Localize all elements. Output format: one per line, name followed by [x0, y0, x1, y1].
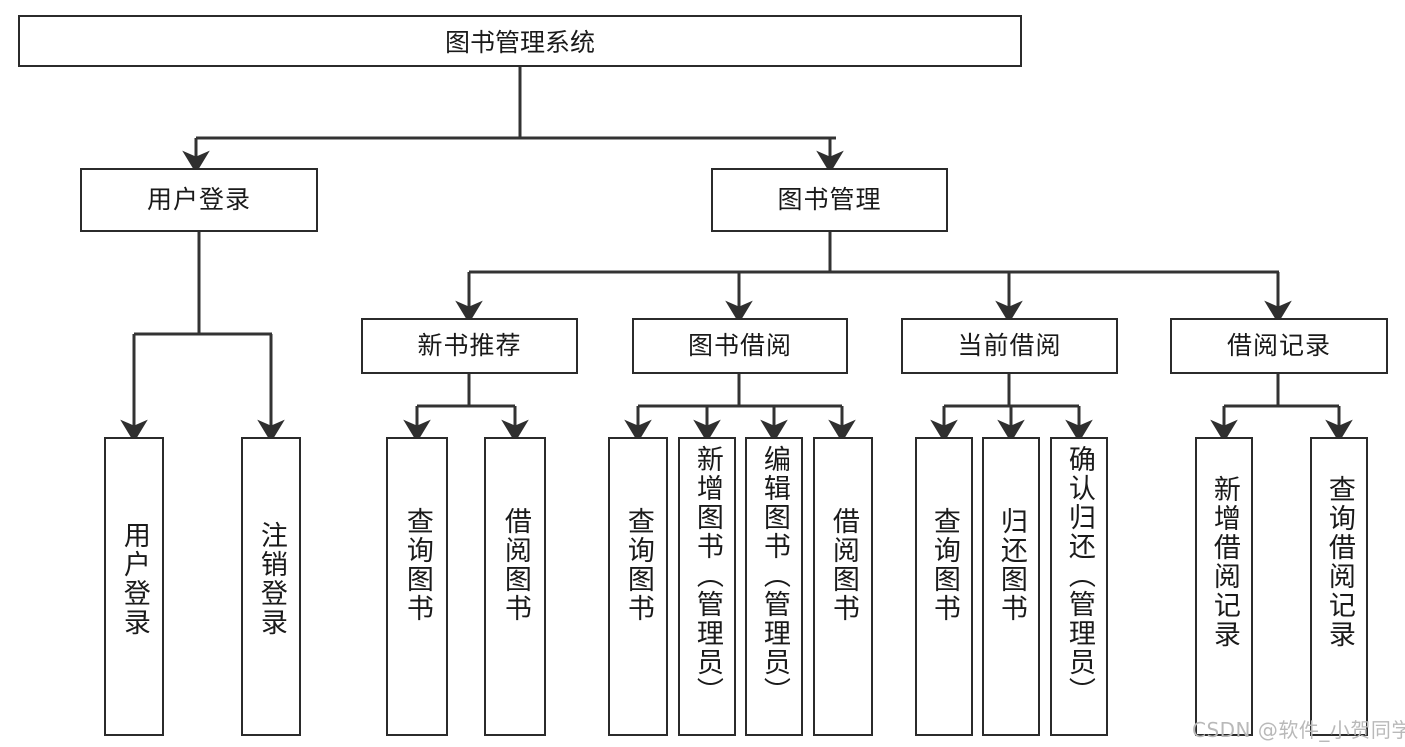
node-leaf-borrow-book-2[interactable]: 借阅图书 [813, 437, 873, 736]
node-label: 用户登录 [118, 521, 150, 637]
node-label: 确认归还（管理员） [1063, 445, 1095, 706]
node-leaf-add-record[interactable]: 新增借阅记录 [1195, 437, 1253, 736]
node-leaf-query-book-1[interactable]: 查询图书 [386, 437, 448, 736]
node-leaf-query-record[interactable]: 查询借阅记录 [1310, 437, 1368, 736]
node-book-borrow[interactable]: 图书借阅 [632, 318, 848, 374]
node-label: 归还图书 [995, 507, 1027, 623]
node-leaf-logout[interactable]: 注销登录 [241, 437, 301, 736]
node-label: 新书推荐 [417, 331, 522, 361]
node-leaf-add-book[interactable]: 新增图书（管理员） [678, 437, 736, 736]
node-label: 新增图书（管理员） [691, 445, 723, 706]
node-leaf-query-book-3[interactable]: 查询图书 [915, 437, 973, 736]
node-label: 查询图书 [401, 507, 433, 623]
node-label: 图书借阅 [687, 331, 792, 361]
node-label: 用户登录 [146, 185, 251, 215]
node-leaf-confirm-return[interactable]: 确认归还（管理员） [1050, 437, 1108, 736]
node-label: 编辑图书（管理员） [758, 445, 790, 706]
node-leaf-edit-book[interactable]: 编辑图书（管理员） [745, 437, 803, 736]
node-leaf-user-login[interactable]: 用户登录 [104, 437, 164, 736]
node-root-system[interactable]: 图书管理系统 [18, 15, 1022, 67]
node-book-manage[interactable]: 图书管理 [711, 168, 948, 232]
node-label: 查询图书 [928, 507, 960, 623]
node-label: 图书管理系统 [444, 28, 595, 57]
node-label: 图书管理 [777, 185, 882, 215]
node-label: 当前借阅 [957, 331, 1062, 361]
node-label: 新增借阅记录 [1208, 475, 1240, 649]
node-label: 借阅记录 [1226, 331, 1331, 361]
node-leaf-return-book[interactable]: 归还图书 [982, 437, 1040, 736]
node-new-book-recommend[interactable]: 新书推荐 [361, 318, 578, 374]
node-label: 注销登录 [255, 521, 287, 637]
node-leaf-borrow-book-1[interactable]: 借阅图书 [484, 437, 546, 736]
node-user-login[interactable]: 用户登录 [80, 168, 318, 232]
watermark: CSDN @软件_小贺同学 [1192, 718, 1405, 742]
node-label: 借阅图书 [827, 507, 859, 623]
node-label: 查询借阅记录 [1323, 475, 1355, 649]
node-borrow-record[interactable]: 借阅记录 [1170, 318, 1388, 374]
node-leaf-query-book-2[interactable]: 查询图书 [608, 437, 668, 736]
node-label: 查询图书 [622, 507, 654, 623]
node-label: 借阅图书 [499, 507, 531, 623]
node-current-borrow[interactable]: 当前借阅 [901, 318, 1118, 374]
